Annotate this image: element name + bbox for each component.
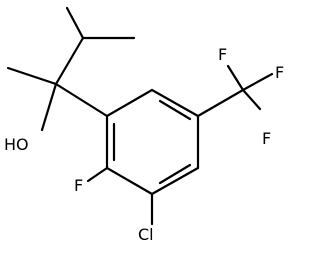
bond-carbinol-ring <box>54 82 109 118</box>
bond-methyl-isopropyl-left <box>65 6 85 40</box>
ring-bond-4 <box>150 166 200 196</box>
ring-double-bond-a <box>158 99 192 121</box>
chloro-label: Cl <box>138 225 154 244</box>
chemical-structure-diagram: HO F Cl F F F <box>4 6 284 244</box>
cf3-fluorine-top-label: F <box>275 63 284 82</box>
hydroxyl-label: HO <box>4 135 29 154</box>
bond-cf3-f-right <box>241 88 262 111</box>
fluoro-label: F <box>74 176 83 195</box>
ring-bond-5 <box>105 166 154 196</box>
bond-ring-to-cf3 <box>196 88 245 118</box>
bond-cf3-f-top <box>241 72 274 92</box>
bond-methyl-carbinol <box>6 66 58 86</box>
cf3-fluorine-right-label: F <box>262 129 271 148</box>
bond-ring-to-fluoro <box>86 166 109 183</box>
ring-double-bond-b <box>158 163 192 185</box>
ring-bond-1 <box>105 88 154 118</box>
cf3-fluorine-bottom-label: F <box>218 45 227 64</box>
bond-isopropyl-to-carbinol <box>54 36 85 86</box>
bond-carbinol-hydroxyl <box>40 82 58 132</box>
ring-bond-2 <box>150 88 200 118</box>
bond-cf3-f-bottom <box>226 64 245 92</box>
